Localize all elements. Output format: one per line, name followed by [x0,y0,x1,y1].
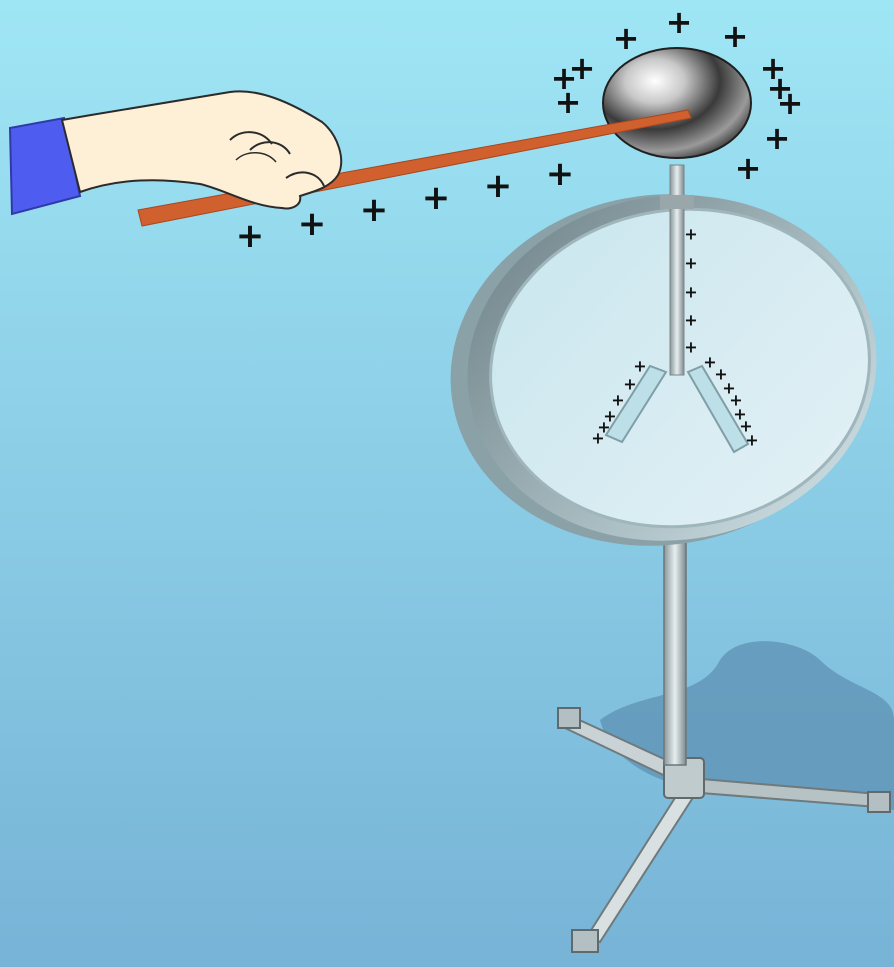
stem-charge: + [684,283,697,302]
rod-charge: + [236,216,265,256]
left-leaf-charge: + [591,429,604,448]
sphere-charge: + [551,59,578,97]
stem-charge: + [684,254,697,273]
metal-sphere [603,48,751,158]
rod-charge: + [484,166,513,206]
right-leaf-charge: + [745,431,758,450]
left-leaf-charge: + [623,375,636,394]
rod-charge: + [422,178,451,218]
rod-charge: + [546,154,575,194]
sphere-charge: + [764,119,791,157]
stem-charge: + [684,225,697,244]
sphere-charge: + [666,3,693,41]
rod-charge: + [360,190,389,230]
stand-pole [664,540,686,765]
rod-charge: + [298,204,327,244]
stem-charge: + [684,311,697,330]
sphere-charge: + [735,149,762,187]
sphere-charge: + [722,17,749,55]
stem-charge: + [684,338,697,357]
stem-collar [660,195,694,209]
sphere-charge: + [767,69,794,107]
sphere-charge: + [613,19,640,57]
left-leaf-charge: + [633,357,646,376]
